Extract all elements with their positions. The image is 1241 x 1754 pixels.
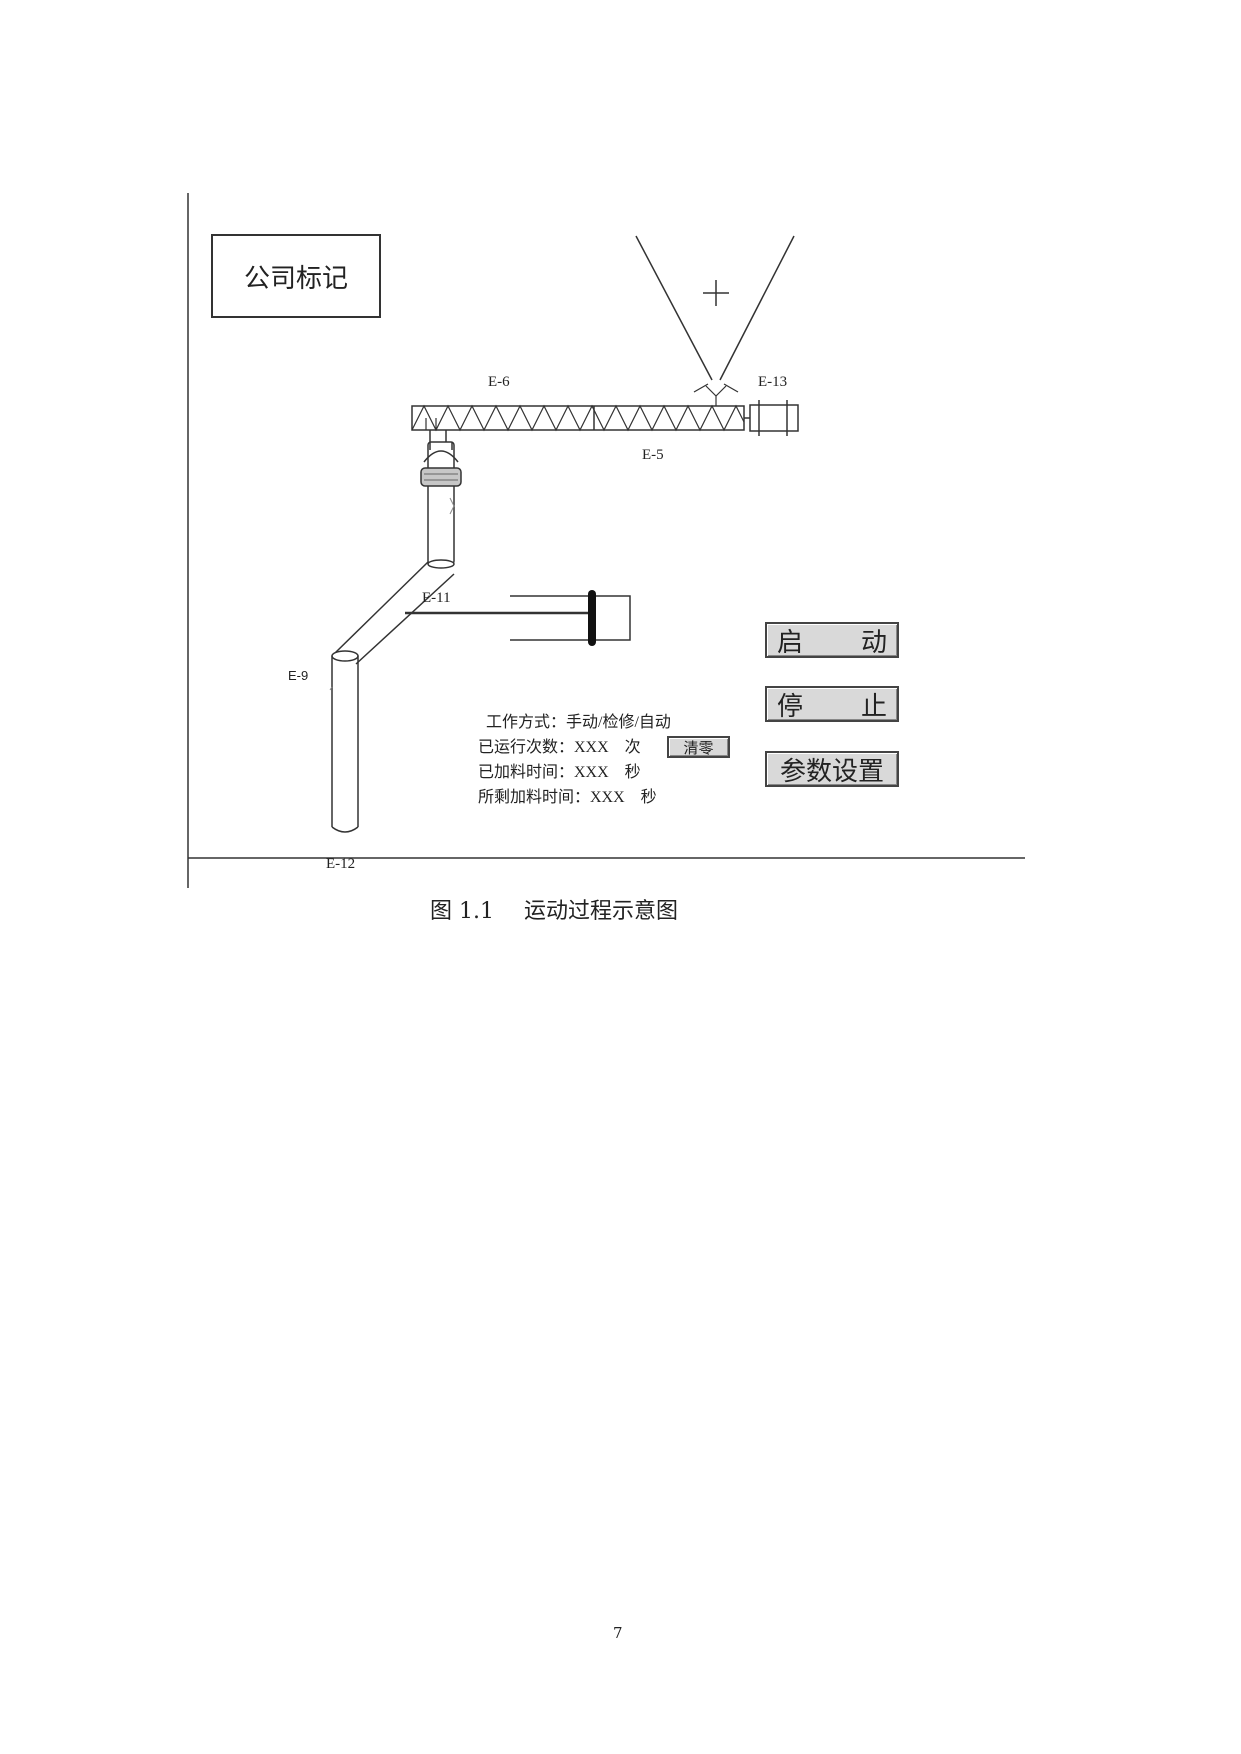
start-button[interactable]: 启 动: [765, 622, 899, 658]
air-cylinder: [405, 590, 631, 646]
label-e12: E-12: [326, 856, 355, 872]
hopper: [635, 235, 795, 406]
run-count-text: 已运行次数：XXX 次: [478, 738, 641, 756]
parameter-settings-label: 参数设置: [779, 756, 884, 787]
stop-label-a: 停: [777, 691, 804, 722]
figure-title: 运动过程示意图: [523, 899, 678, 924]
label-e5: E-5: [642, 447, 664, 463]
remaining-time-text: 所剩加料时间：XXX 秒: [478, 788, 657, 806]
diagonal-pipe: [334, 561, 455, 665]
figure-caption: 图 1.1 运动过程示意图: [430, 893, 678, 925]
company-logo-text: 公司标记: [243, 263, 348, 294]
figure-number: 图 1.1: [430, 899, 494, 924]
fed-time-text: 已加料时间：XXX 秒: [478, 763, 641, 781]
label-e6: E-6: [488, 374, 510, 390]
start-label-a: 启: [777, 627, 804, 658]
parameter-settings-button[interactable]: 参数设置: [765, 751, 899, 787]
company-logo-box: 公司标记: [211, 234, 381, 318]
lower-pipe: [329, 650, 359, 833]
page-number: 7: [613, 1624, 623, 1642]
stop-label-b: 止: [860, 691, 887, 722]
vertical-pipe: [420, 430, 462, 569]
clear-count-button[interactable]: 清零: [667, 736, 730, 758]
work-mode-text: 工作方式：手动/检修/自动: [486, 713, 671, 731]
label-e9: E-9: [288, 668, 308, 683]
label-e11: E-11: [422, 590, 451, 606]
label-e13: E-13: [758, 374, 787, 390]
screw-conveyor: [411, 404, 745, 432]
start-label-b: 动: [860, 627, 887, 658]
clear-count-label: 清零: [683, 738, 714, 757]
stop-button[interactable]: 停 止: [765, 686, 899, 722]
conveyor-motor: [744, 400, 799, 436]
